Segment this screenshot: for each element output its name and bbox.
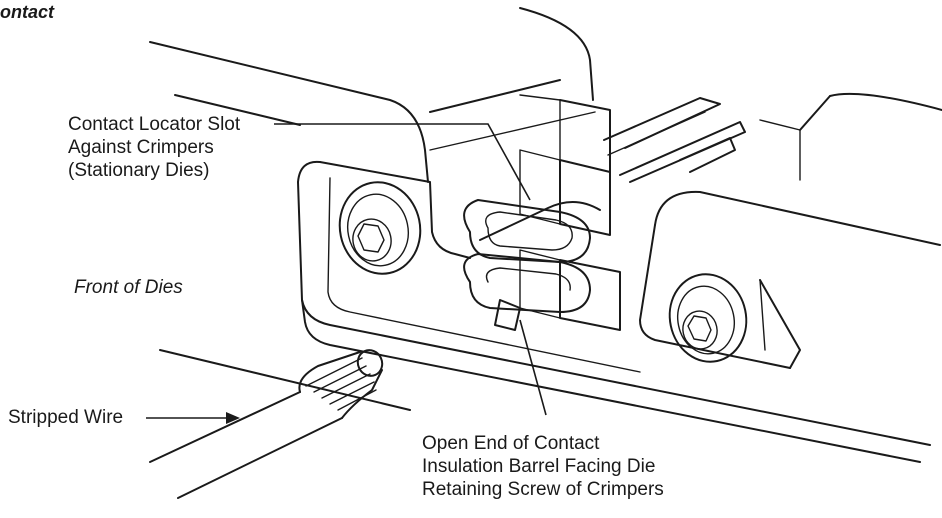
label-locator-line-1: Contact Locator Slot [68,114,241,135]
label-open-end-line-2: Insulation Barrel Facing Die [422,456,656,477]
upper-jaw [149,7,596,183]
label-locator-line-2: Against Crimpers [68,137,214,158]
right-retaining-screw [668,273,748,363]
label-stripped-wire: Stripped Wire [8,407,124,428]
die-frame [297,160,931,463]
arrow-stripped-wire [226,412,240,424]
lower-jaw [639,92,942,369]
leader-lines [146,123,547,424]
surface-edge [159,349,411,411]
label-open-end-of-contact: Open End of Contact Insulation Barrel Fa… [422,432,664,501]
left-retaining-screw [338,181,422,275]
leader-locator-slot [274,123,531,201]
stripped-wire [149,349,384,499]
figure-heading: ontact [0,2,54,22]
leader-open-end [519,319,547,416]
label-front-of-dies: Front of Dies [74,277,183,298]
label-open-end-line-3: Retaining Screw of Crimpers [422,479,664,500]
contact-terminal [463,97,746,313]
label-locator-line-3: (Stationary Dies) [68,160,210,181]
label-contact-locator-slot: Contact Locator Slot Against Crimpers (S… [68,113,240,182]
label-open-end-line-1: Open End of Contact [422,433,600,454]
